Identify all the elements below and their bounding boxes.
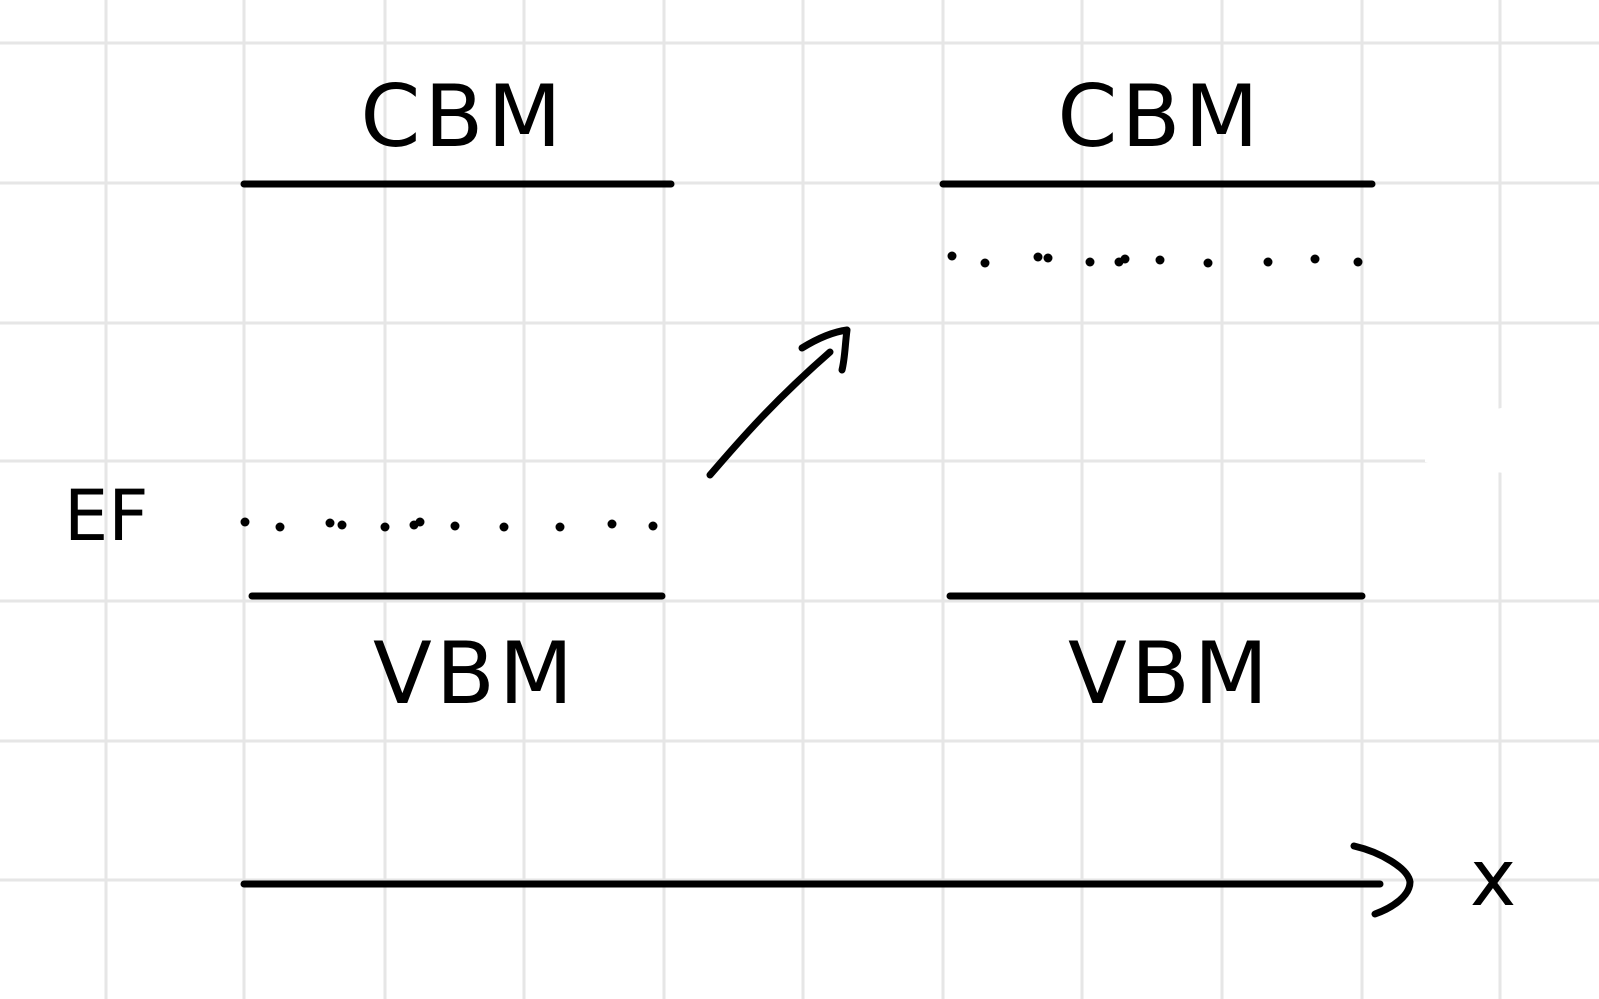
fermi-dot	[1310, 254, 1320, 264]
x-axis-arrowhead	[1350, 842, 1414, 918]
left-vbm-label: VBM	[373, 624, 577, 724]
fermi-dot	[1120, 254, 1130, 264]
x-axis-label: x	[1470, 834, 1516, 924]
fermi-dot	[1085, 257, 1095, 267]
fermi-dot	[415, 517, 425, 527]
fermi-dot	[275, 522, 285, 532]
fermi-dot	[1353, 257, 1363, 267]
fermi-level-label: EF	[64, 475, 149, 557]
left-cbm-label: CBM	[360, 67, 565, 167]
fermi-dot	[1263, 257, 1273, 267]
fermi-dot	[947, 251, 957, 261]
transition-arrow	[706, 326, 851, 479]
fermi-dot	[1155, 255, 1165, 265]
fermi-dot	[240, 517, 250, 527]
right-band-panel	[939, 180, 1376, 600]
left-fermi-level-dotted	[240, 517, 658, 532]
right-cbm-label: CBM	[1057, 67, 1262, 167]
fermi-dot	[1033, 252, 1043, 262]
fermi-dot	[499, 522, 509, 532]
fermi-dot	[980, 258, 990, 268]
right-vbm-label: VBM	[1068, 624, 1272, 724]
smudge-mark	[1425, 397, 1599, 480]
transition-arrow-head	[798, 326, 851, 374]
fermi-dot	[607, 519, 617, 529]
fermi-dot	[450, 521, 460, 531]
fermi-dot	[648, 521, 658, 531]
left-band-panel	[240, 180, 675, 600]
x-axis	[240, 842, 1414, 918]
fermi-dot	[380, 522, 390, 532]
right-fermi-level-dotted	[947, 251, 1363, 268]
fermi-dot	[1203, 258, 1213, 268]
transition-arrow-shaft	[706, 348, 834, 479]
fermi-dot	[337, 520, 347, 530]
fermi-dot	[555, 522, 565, 532]
fermi-dot	[325, 518, 335, 528]
fermi-dot	[1043, 253, 1053, 263]
